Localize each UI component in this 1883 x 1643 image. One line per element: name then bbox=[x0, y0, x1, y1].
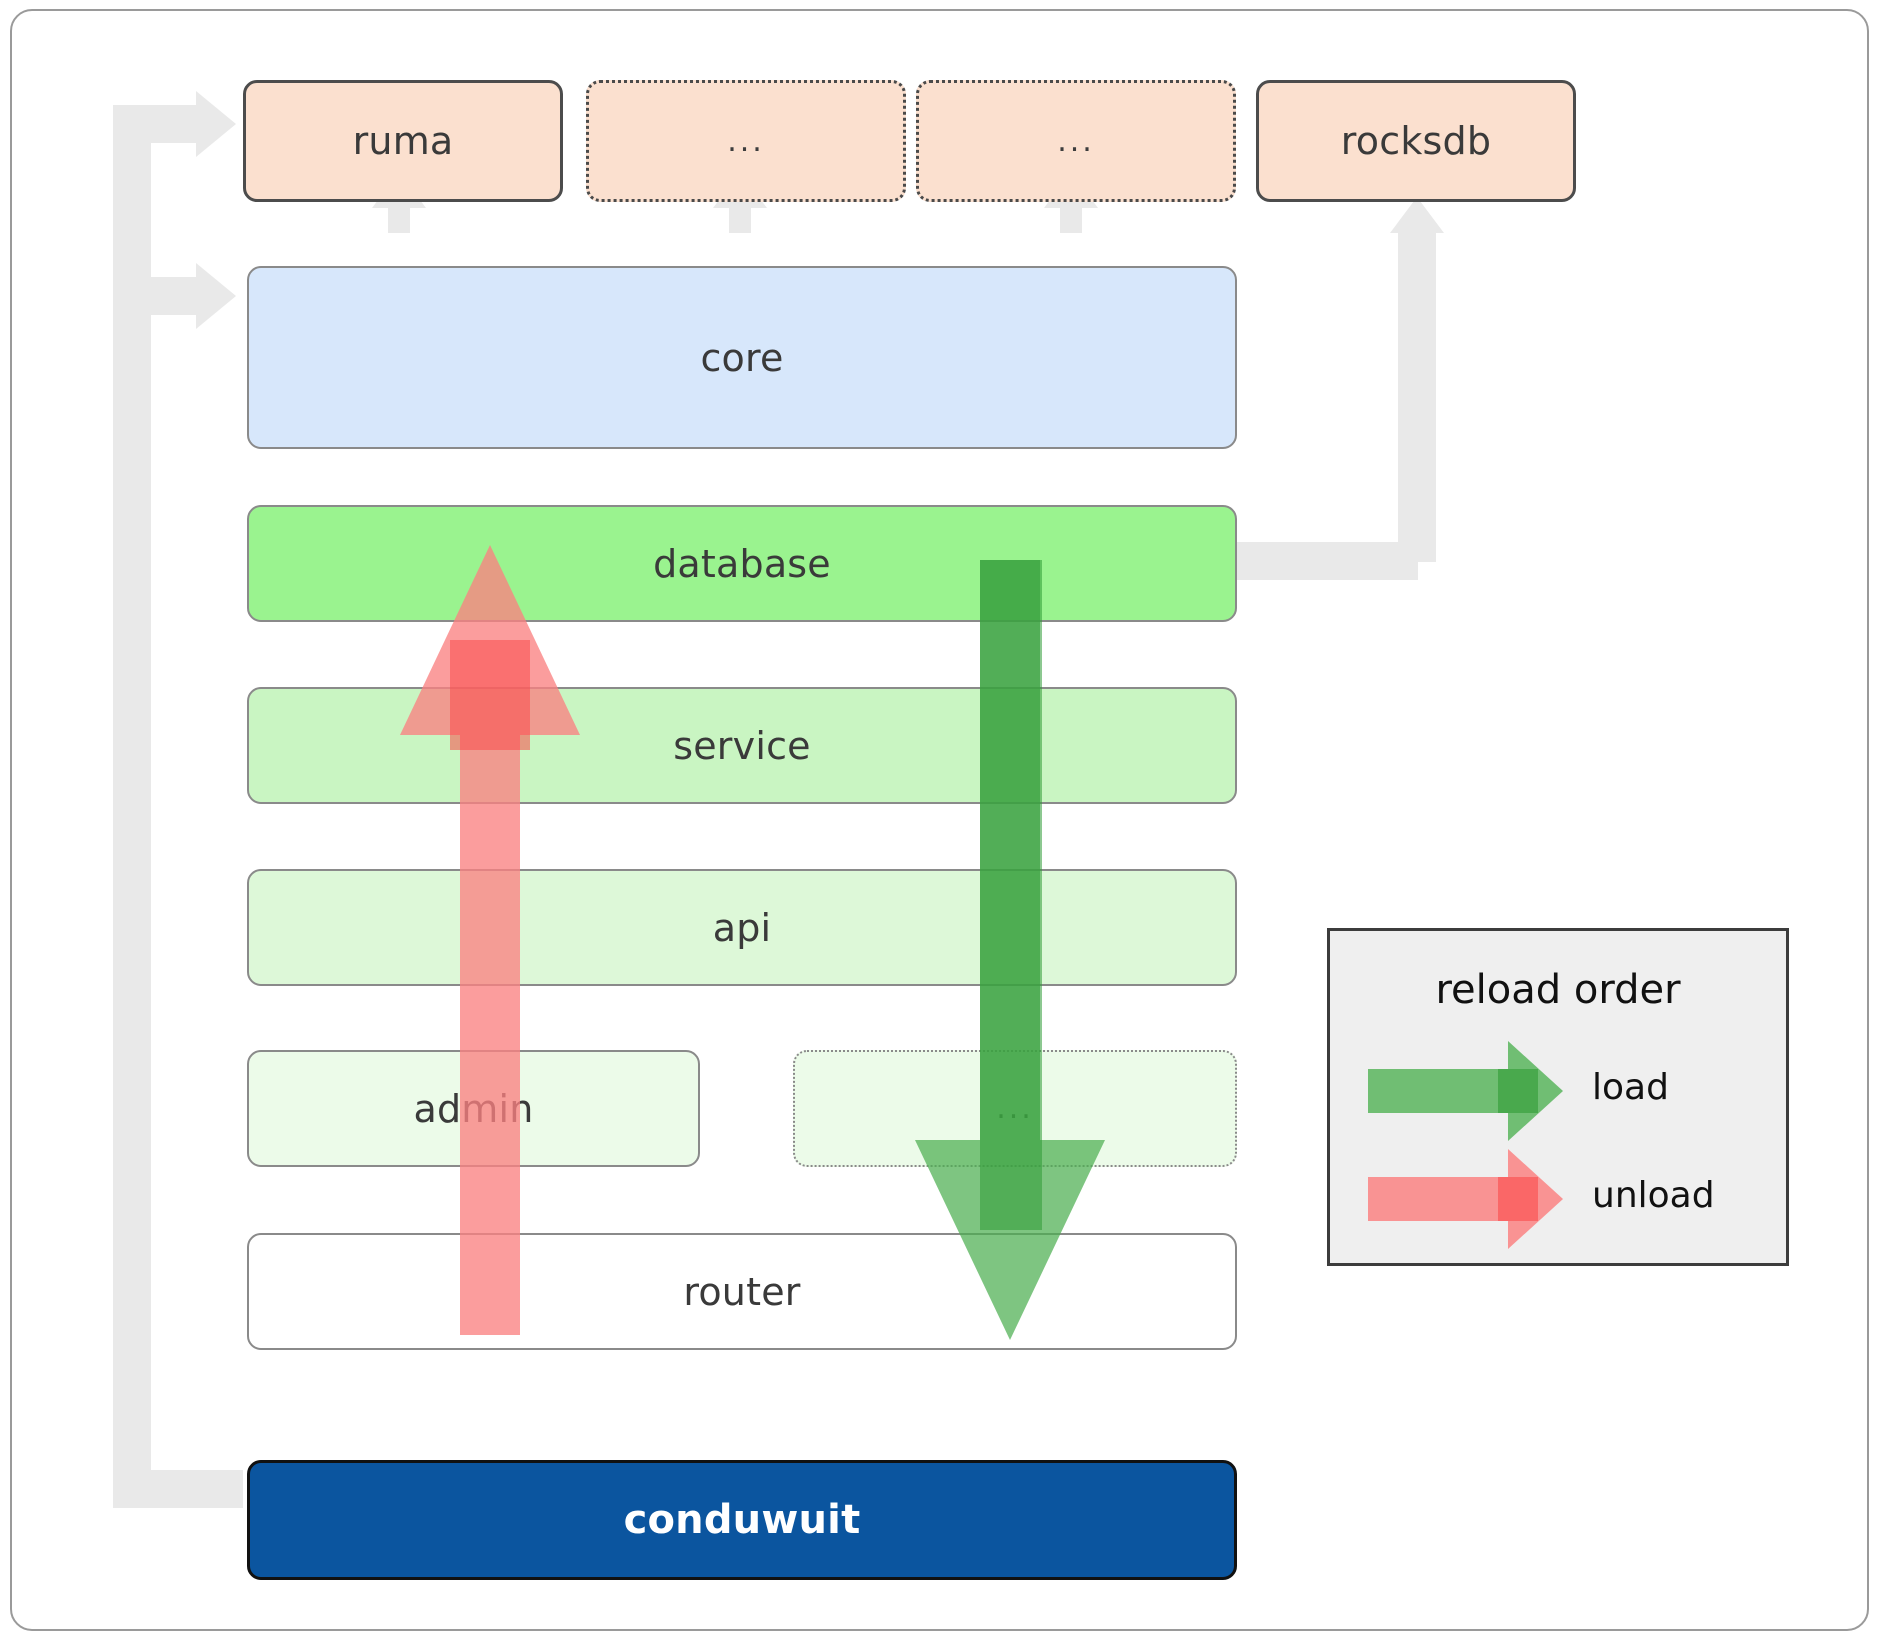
connector-branch-core bbox=[113, 277, 209, 315]
connector-arrowhead-ruma bbox=[196, 91, 236, 157]
binary-box-conduwuit[interactable]: conduwuit bbox=[247, 1460, 1237, 1580]
dependency-box-ruma[interactable]: ruma bbox=[243, 80, 563, 202]
layer-box-database[interactable]: database bbox=[247, 505, 1237, 622]
dependency-box-placeholder-1[interactable]: ... bbox=[586, 80, 906, 202]
layer-box-service[interactable]: service bbox=[247, 687, 1237, 804]
legend-swatch-load-icon bbox=[1368, 1041, 1563, 1141]
legend-title: reload order bbox=[1435, 967, 1681, 1013]
connector-core-to-dep2-stem bbox=[729, 205, 751, 233]
legend-panel: reload order load unload bbox=[1327, 928, 1789, 1266]
legend-label-load: load bbox=[1592, 1067, 1669, 1108]
layer-box-router[interactable]: router bbox=[247, 1233, 1237, 1350]
dependency-box-rocksdb[interactable]: rocksdb bbox=[1256, 80, 1576, 202]
connector-database-to-rocksdb-vertical bbox=[1398, 232, 1436, 562]
layer-box-core[interactable]: core bbox=[247, 266, 1237, 449]
dependency-label-ruma: ruma bbox=[352, 119, 454, 163]
flow-arrow-unload-overlap bbox=[450, 640, 530, 750]
dependency-box-placeholder-2[interactable]: ... bbox=[916, 80, 1236, 202]
connector-left-bottom-leg bbox=[113, 1470, 243, 1508]
legend-swatch-unload-icon bbox=[1368, 1149, 1563, 1249]
legend-label-unload: unload bbox=[1592, 1175, 1715, 1216]
layer-label-api: api bbox=[712, 905, 772, 950]
layer-label-core: core bbox=[700, 335, 784, 380]
dependency-label-rocksdb: rocksdb bbox=[1340, 119, 1492, 163]
connector-core-to-ruma-stem bbox=[388, 205, 410, 233]
connector-branch-ruma bbox=[113, 105, 209, 143]
connector-rocksdb-arrowhead bbox=[1390, 197, 1444, 233]
binary-label-conduwuit: conduwuit bbox=[623, 1497, 861, 1543]
dependency-label-placeholder-2: ... bbox=[1057, 123, 1095, 159]
layer-label-service: service bbox=[673, 723, 811, 768]
connector-core-to-dep3-stem bbox=[1060, 205, 1082, 233]
layer-label-database: database bbox=[653, 541, 831, 586]
connector-left-trunk bbox=[113, 128, 151, 1508]
connector-arrowhead-core bbox=[196, 263, 236, 329]
flow-arrow-load-overlap bbox=[980, 560, 1042, 1230]
dependency-label-placeholder-1: ... bbox=[727, 123, 765, 159]
layer-box-api[interactable]: api bbox=[247, 869, 1237, 986]
layer-label-router: router bbox=[683, 1269, 801, 1314]
flow-arrow-unload bbox=[390, 545, 590, 1335]
connector-database-to-rocksdb-horizontal bbox=[1228, 542, 1418, 580]
